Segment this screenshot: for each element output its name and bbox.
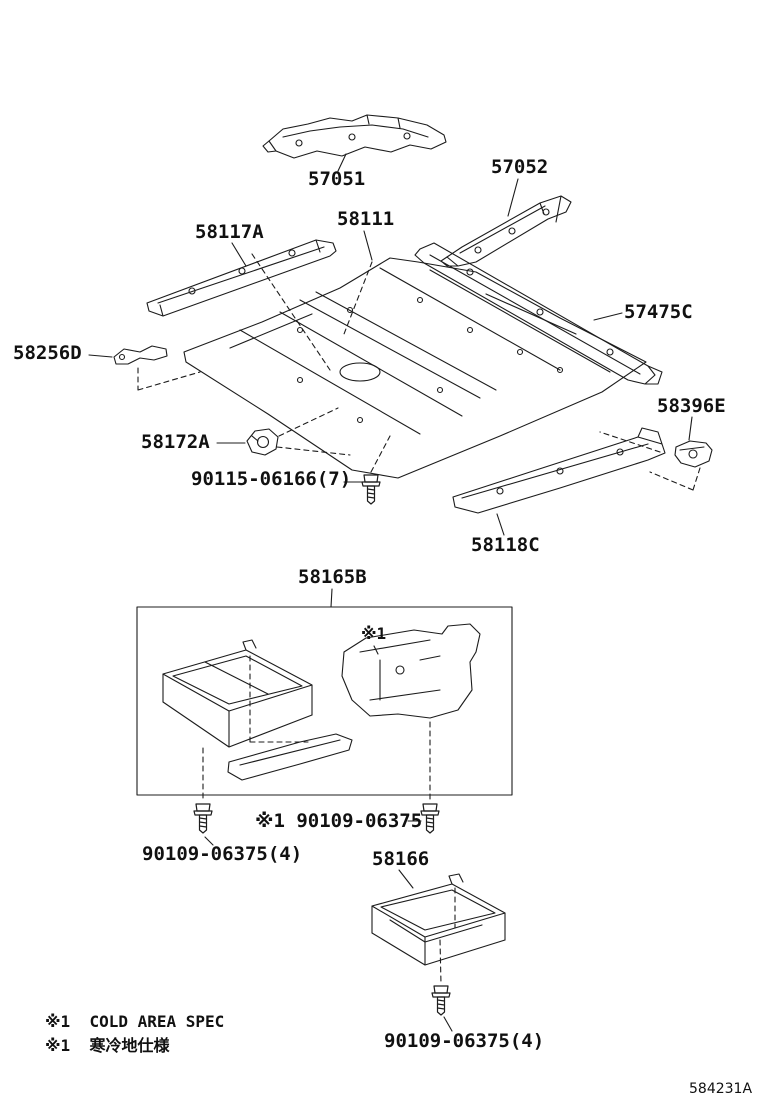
part-58165B-strip-drawing: [227, 733, 353, 781]
part-label-57475C: 57475C: [624, 301, 693, 323]
ref1-marker: ※1: [361, 624, 387, 643]
dashed-reference-lines: [137, 253, 701, 985]
part-label-58118C: 58118C: [471, 534, 540, 556]
leader-lines: [88, 153, 693, 1032]
bolt-90109-left-drawing: [193, 803, 213, 834]
bolt-90109-right-drawing: [420, 803, 440, 834]
part-58165B-box: [136, 606, 513, 796]
part-label-58166: 58166: [372, 848, 430, 870]
part-58166-drawing: [371, 873, 506, 966]
part-58396E-drawing: [674, 440, 713, 468]
part-label-90109-06375-left: 90109-06375(4): [142, 843, 303, 865]
part-label-57051: 57051: [308, 168, 366, 190]
part-57052-drawing: [440, 195, 572, 267]
part-57475C-drawing: [414, 242, 663, 385]
part-label-58165B: 58165B: [298, 566, 367, 588]
part-58165B-left-cover-drawing: [162, 639, 313, 748]
part-58118C-drawing: [452, 427, 666, 514]
part-label-58172A: 58172A: [141, 431, 210, 453]
part-57051-drawing: [262, 114, 447, 159]
part-58172A-drawing: [246, 428, 279, 456]
bolt-90109-bottom-drawing: [431, 985, 451, 1016]
part-label-90109-06375-bottom: 90109-06375(4): [384, 1030, 545, 1052]
drawing-number: 584231A: [689, 1081, 753, 1097]
part-58256D-drawing: [113, 345, 168, 365]
part-58117A-drawing: [146, 239, 337, 317]
part-58165B-center-cover-drawing: [341, 623, 481, 719]
part-label-90109-06375-ref1: ※1 90109-06375: [255, 810, 423, 832]
part-label-90115-06166: 90115-06166(7): [191, 468, 352, 490]
part-label-58256D: 58256D: [13, 342, 82, 364]
footnote-cold-area-spec-en: ※1 COLD AREA SPEC: [45, 1012, 225, 1031]
part-label-57052: 57052: [491, 156, 549, 178]
bolt-90115-06166-drawing: [361, 474, 381, 505]
part-58111-drawing: [183, 257, 647, 479]
part-label-58396E: 58396E: [657, 395, 726, 417]
part-label-58111: 58111: [337, 208, 395, 230]
footnote-cold-area-spec-ja: ※1 寒冷地仕様: [45, 1036, 170, 1055]
part-label-58117A: 58117A: [195, 221, 264, 243]
